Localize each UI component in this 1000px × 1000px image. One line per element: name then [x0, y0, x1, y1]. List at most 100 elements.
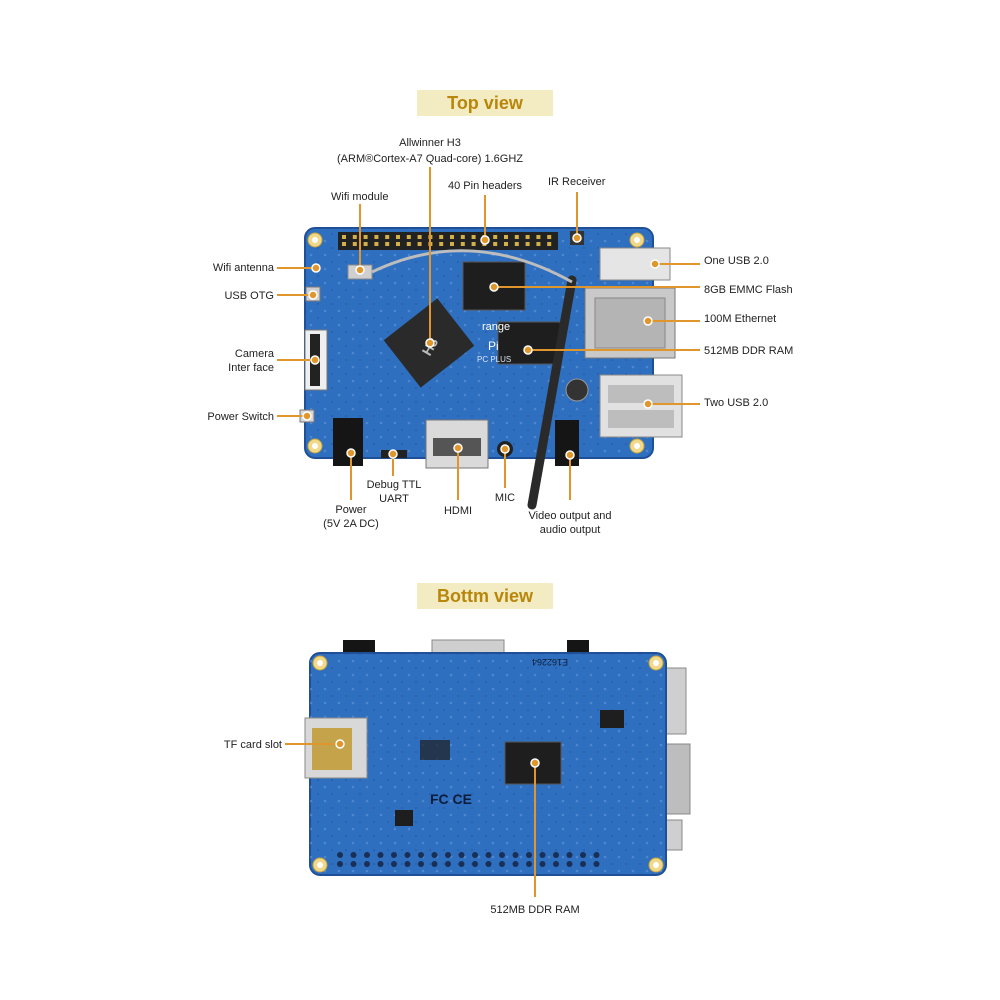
header-pin: [504, 242, 508, 246]
header-pin-rear: [566, 852, 573, 858]
header-pin-rear: [472, 852, 478, 858]
header-pin: [450, 242, 454, 246]
header-pin-rear: [458, 861, 465, 867]
header-pin-rear: [445, 852, 451, 858]
header-pin-rear: [580, 861, 586, 867]
label-power-switch: Power Switch: [207, 411, 274, 423]
label-wifi-module: Wifi module: [331, 191, 389, 203]
label-ddr-top: 512MB DDR RAM: [704, 345, 794, 357]
label-pin-headers: 40 Pin headers: [448, 180, 522, 192]
header-pin-rear: [431, 852, 438, 858]
header-pin-rear: [553, 861, 559, 867]
header-pin: [493, 235, 498, 239]
label-allwinner: Allwinner H3 (ARM®Cortex-A7 Quad-core) 1…: [330, 136, 530, 166]
antenna-cable: [371, 249, 573, 284]
model-text-1: Pi: [488, 339, 499, 353]
header-pin-rear: [431, 861, 438, 867]
header-pin-rear: [377, 852, 384, 858]
av-jack: [555, 420, 579, 466]
header-pin: [547, 242, 552, 246]
header-pin-rear: [391, 852, 397, 858]
header-pin: [417, 242, 422, 246]
header-pin-rear: [404, 852, 411, 858]
label-video: Video output and audio output: [520, 509, 620, 537]
label-emmc: 8GB EMMC Flash: [704, 284, 793, 296]
header-pin: [363, 235, 368, 239]
header-pin: [417, 235, 422, 239]
model-text-2: PC PLUS: [477, 355, 511, 364]
header-pin-rear: [418, 861, 424, 867]
header-pin-rear: [337, 861, 343, 867]
header-pin-rear: [526, 861, 532, 867]
top-board: H3 range Pi PC PLUS: [299, 227, 683, 510]
label-camera: Camera Inter face: [190, 347, 274, 375]
header-pin: [514, 242, 519, 246]
header-pin: [504, 235, 508, 239]
header-pin-rear: [539, 861, 546, 867]
header-pin: [363, 242, 368, 246]
board-code: E162264: [532, 657, 568, 667]
header-pin: [536, 242, 541, 246]
ethernet-rear: [663, 743, 691, 815]
header-pin: [547, 235, 552, 239]
header-pin: [352, 242, 357, 246]
header-pin-rear: [566, 861, 573, 867]
header-pin: [374, 242, 379, 246]
usb-rear: [663, 667, 687, 735]
label-mic: MIC: [494, 492, 516, 504]
label-debug-line2: UART: [379, 493, 409, 505]
label-video-line2: audio output: [539, 524, 601, 536]
wifi-antenna-rod: [527, 275, 577, 510]
header-pin-rear: [350, 861, 357, 867]
header-pin-rear: [377, 861, 384, 867]
label-power-line2: (5V 2A DC): [323, 518, 379, 530]
header-pin-rear: [337, 852, 343, 858]
header-pin-rear: [404, 861, 411, 867]
pin-header: [338, 232, 558, 250]
header-pin: [450, 235, 454, 239]
header-pin-rear: [418, 852, 424, 858]
header-pin-rear: [580, 852, 586, 858]
header-pin: [514, 235, 519, 239]
header-pin: [406, 242, 411, 246]
header-pin: [536, 235, 541, 239]
header-pin: [460, 235, 465, 239]
header-pin: [385, 242, 390, 246]
header-pin: [471, 242, 476, 246]
header-pin-rear: [485, 852, 492, 858]
label-one-usb: One USB 2.0: [704, 255, 769, 267]
label-allwinner-line2: (ARM®Cortex-A7 Quad-core) 1.6GHZ: [337, 153, 523, 165]
header-pin: [460, 242, 465, 246]
label-power: Power (5V 2A DC): [311, 503, 391, 531]
header-pin-rear: [593, 852, 600, 858]
label-debug-line1: Debug TTL: [366, 479, 422, 491]
header-pin-rear: [350, 852, 357, 858]
label-video-line1: Video output and: [528, 510, 612, 522]
label-two-usb: Two USB 2.0: [704, 397, 769, 409]
header-pin-rear: [472, 861, 478, 867]
power-jack: [333, 418, 363, 466]
header-pin: [352, 235, 357, 239]
header-pin-rear: [391, 861, 397, 867]
header-pin-rear: [499, 861, 505, 867]
label-tf-card: TF card slot: [223, 739, 282, 751]
brand-text: range: [482, 321, 510, 333]
label-usb-otg: USB OTG: [224, 290, 274, 302]
cert-marks: FC CE: [430, 791, 472, 807]
leader-lines: [277, 167, 700, 897]
header-pin: [406, 235, 411, 239]
label-hdmi: HDMI: [443, 505, 473, 517]
label-ddr-bottom: 512MB DDR RAM: [490, 904, 580, 916]
bottom-board: E162264 FC CE: [304, 639, 691, 876]
bottom-view-title: Bottm view: [417, 583, 553, 609]
label-wifi-antenna: Wifi antenna: [212, 262, 274, 274]
header-pin-rear: [499, 852, 505, 858]
label-camera-line1: Camera: [234, 348, 274, 360]
header-pin: [396, 242, 400, 246]
header-pin: [342, 242, 346, 246]
top-view-title: Top view: [417, 90, 553, 116]
header-pin-rear: [512, 861, 519, 867]
header-pin-rear: [593, 861, 600, 867]
header-pin: [525, 235, 530, 239]
